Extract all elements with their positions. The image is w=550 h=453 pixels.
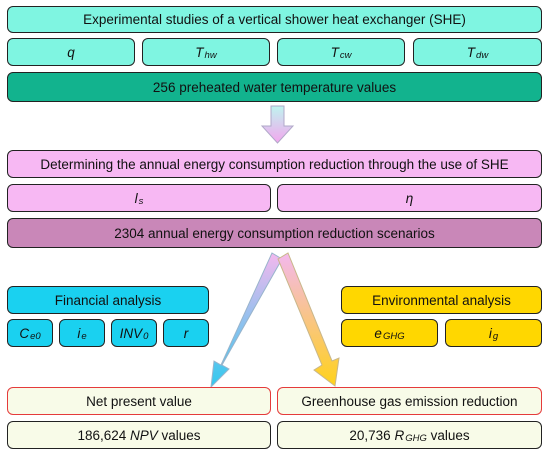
energy-reduction-scenarios-result: 2304 annual energy consumption reduction… [7, 218, 542, 248]
ghg-reduction-box: Greenhouse gas emission reduction [277, 387, 542, 415]
arrow-section1-to-section2 [260, 105, 295, 144]
param-eta: η [277, 184, 542, 212]
arrow-to-ghg-reduction [277, 252, 340, 387]
param-r: r [163, 319, 209, 347]
preheated-temperature-result: 256 preheated water temperature values [7, 72, 542, 102]
npv-count-box: 186,624 NPV values [7, 421, 271, 449]
energy-reduction-header: Determining the annual energy consumptio… [7, 150, 542, 178]
arrow-to-net-present-value [210, 252, 283, 389]
she-experimental-studies-header: Experimental studies of a vertical showe… [7, 6, 542, 33]
environmental-analysis-header: Environmental analysis [341, 286, 542, 314]
param-q: q [7, 38, 135, 66]
she-experimental-studies-title: Experimental studies of a vertical showe… [83, 12, 466, 27]
net-present-value-box: Net present value [7, 387, 271, 415]
financial-analysis-header: Financial analysis [7, 286, 209, 314]
